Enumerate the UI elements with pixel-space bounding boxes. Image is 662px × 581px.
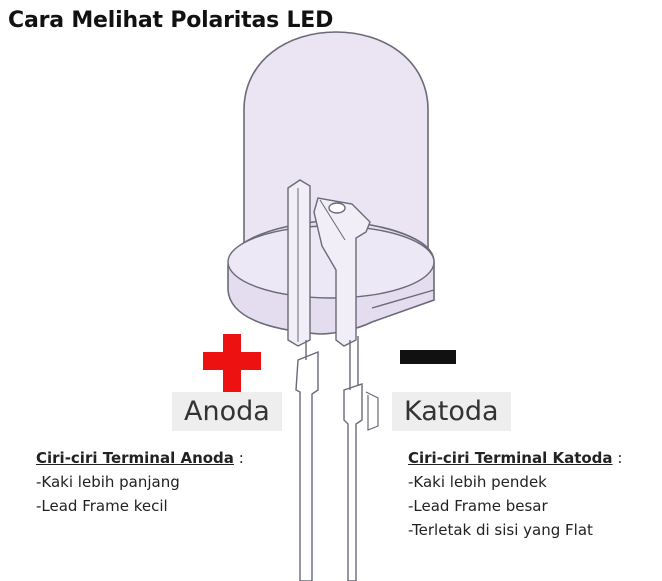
- katoda-item: -Terletak di sisi yang Flat: [408, 521, 593, 539]
- anode-lead-frame: [287, 179, 311, 347]
- led-flat-side: [371, 289, 435, 309]
- katoda-item: -Kaki lebih pendek: [408, 473, 547, 491]
- page-title: Cara Melihat Polaritas LED: [8, 8, 334, 33]
- katoda-label: Katoda: [392, 392, 511, 431]
- katoda-heading: Ciri-ciri Terminal Katoda: [408, 449, 613, 467]
- anoda-label: Anoda: [172, 392, 282, 431]
- cathode-leg: [343, 383, 363, 581]
- anode-leg: [295, 350, 319, 581]
- katoda-heading-suffix: :: [612, 449, 623, 467]
- anoda-item: -Kaki lebih panjang: [36, 473, 180, 491]
- katoda-item: -Lead Frame besar: [408, 497, 548, 515]
- anoda-item: -Lead Frame kecil: [36, 497, 168, 515]
- minus-icon: [400, 350, 456, 364]
- cathode-lead-frame: [313, 197, 371, 347]
- anoda-heading-suffix: :: [233, 449, 244, 467]
- anoda-heading: Ciri-ciri Terminal Anoda: [36, 449, 234, 467]
- plus-icon: [203, 334, 261, 392]
- anoda-characteristics: Ciri-ciri Terminal Anoda : -Kaki lebih p…: [36, 446, 244, 518]
- led-die: [328, 202, 346, 214]
- katoda-characteristics: Ciri-ciri Terminal Katoda : -Kaki lebih …: [408, 446, 622, 542]
